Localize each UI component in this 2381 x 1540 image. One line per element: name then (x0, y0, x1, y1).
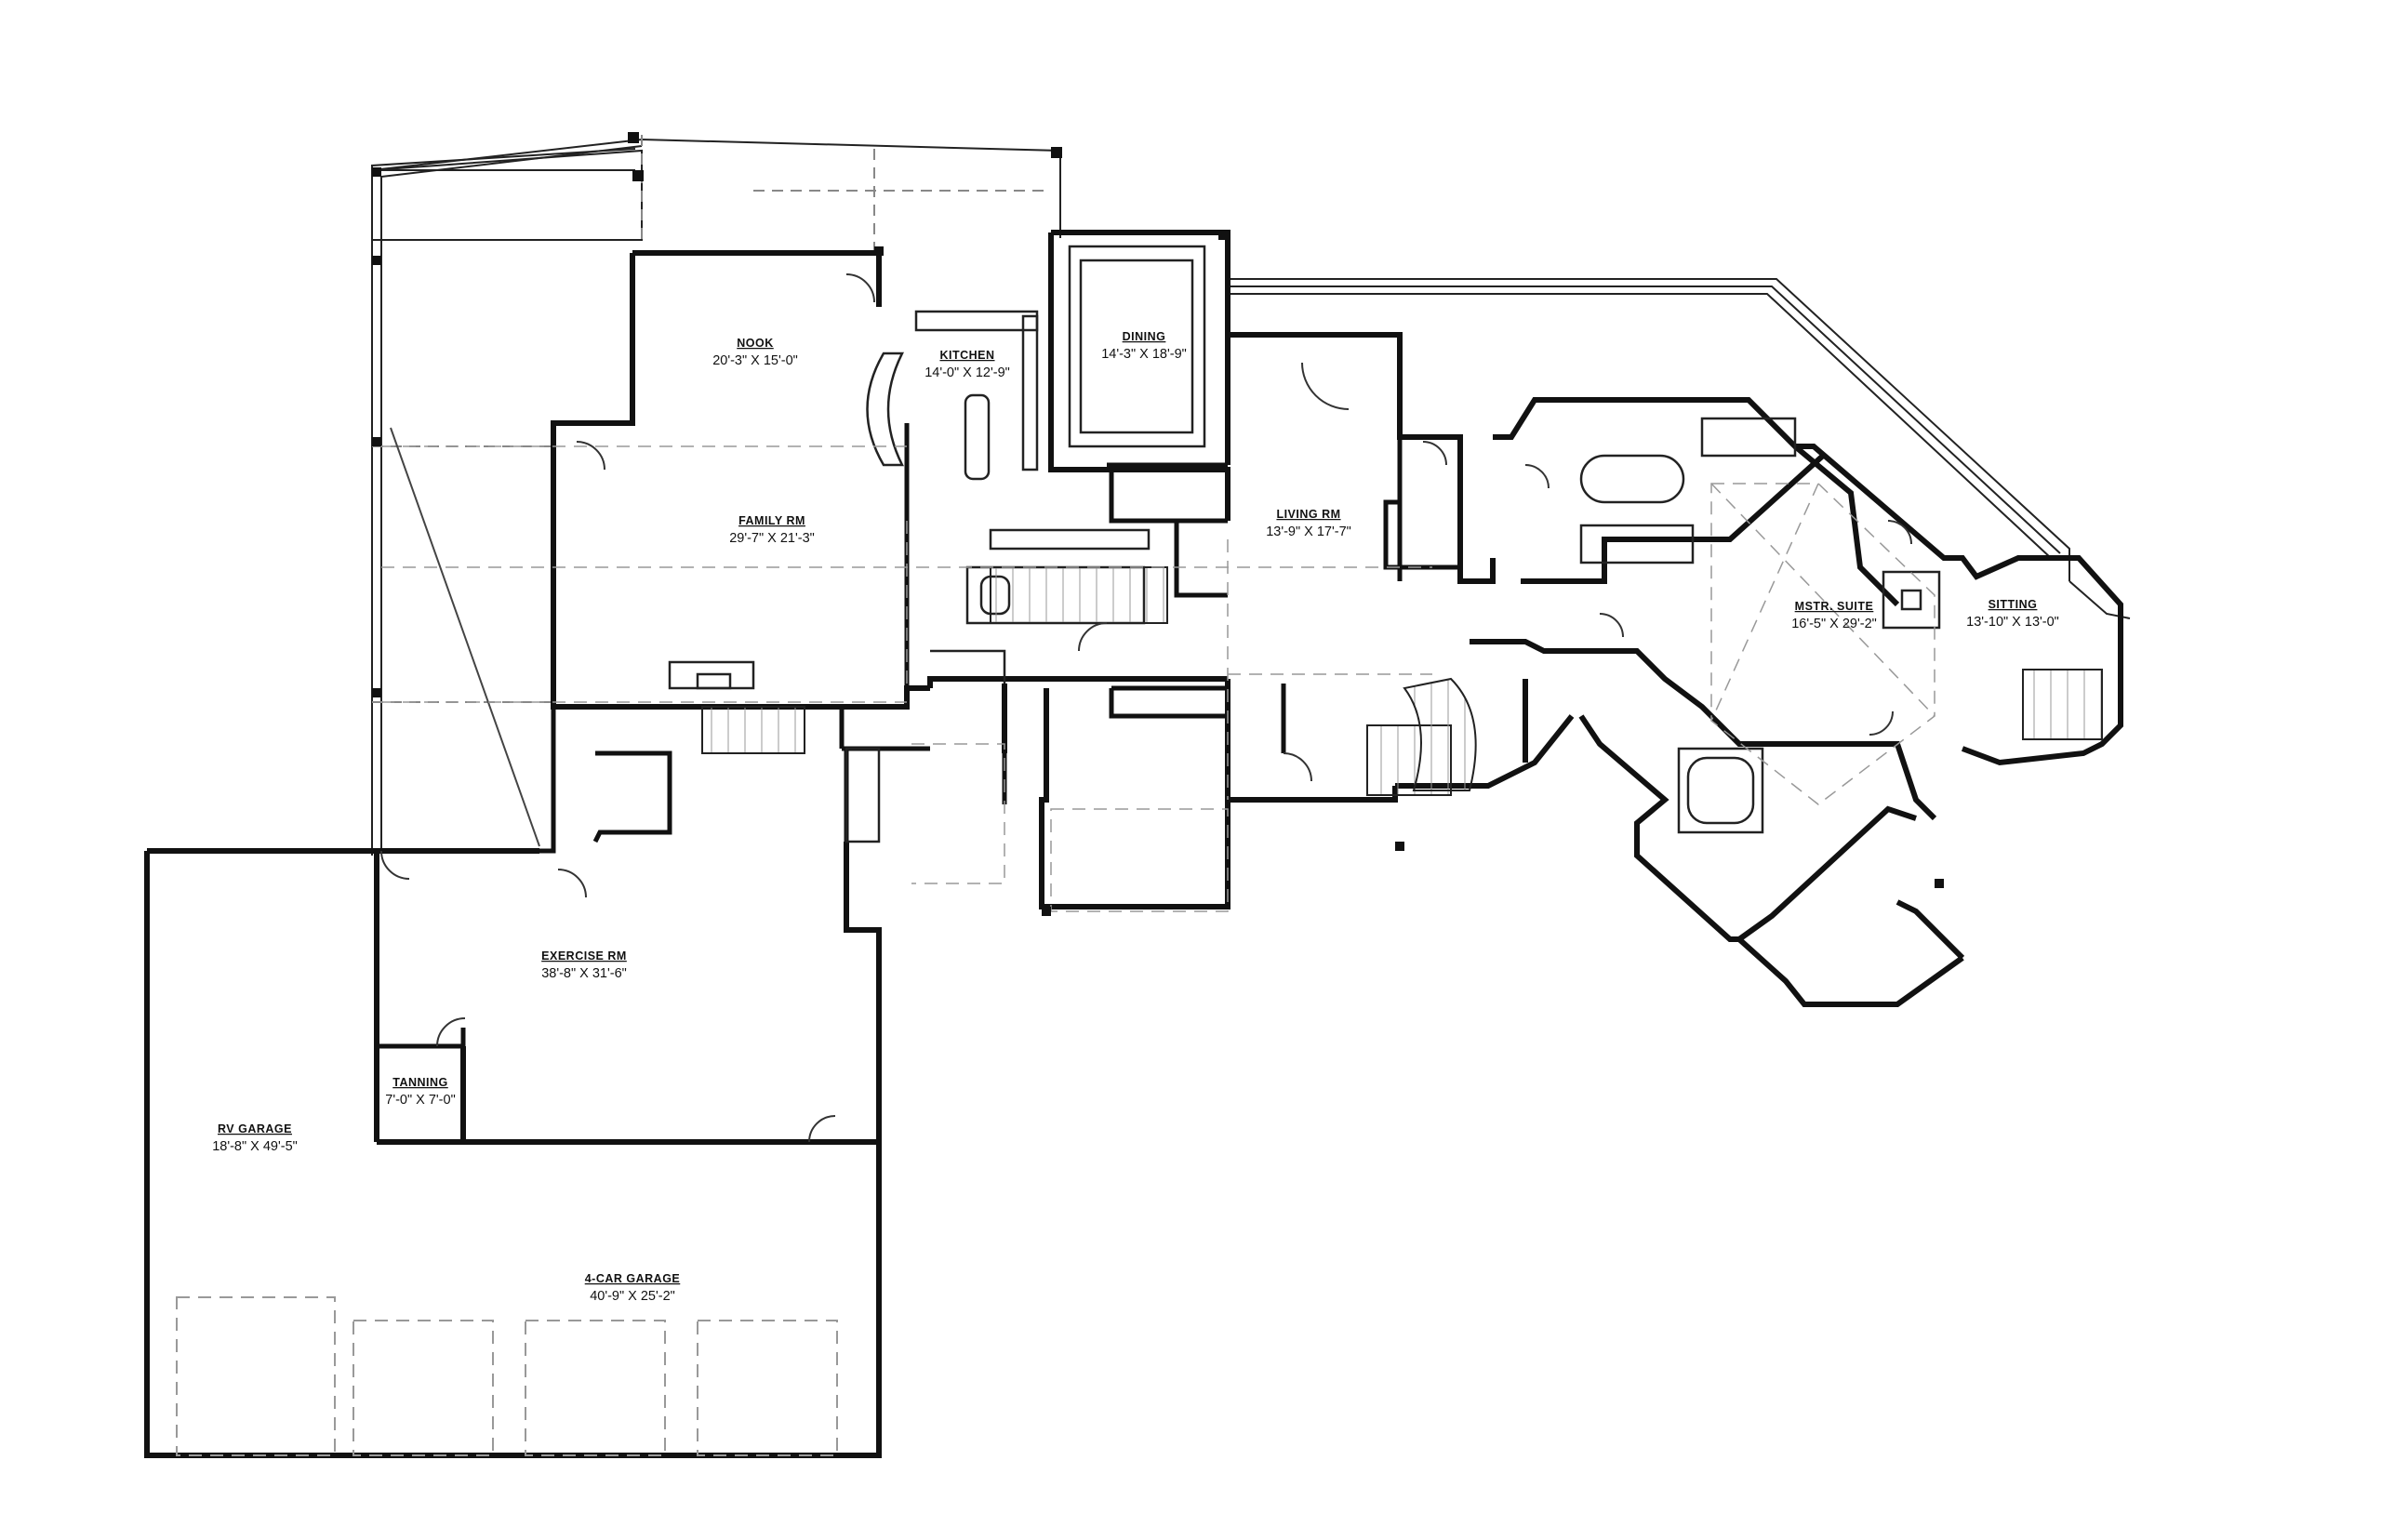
room-dims: 38'-8" X 31'-6" (541, 966, 627, 981)
interior-thin-walls (668, 245, 1941, 843)
columns (372, 132, 1944, 916)
room-dims: 20'-3" X 15'-0" (712, 353, 798, 368)
room-name: MSTR. SUITE (1795, 600, 1874, 613)
room-name: TANNING (392, 1076, 448, 1089)
room-dining: DINING 14'-3" X 18'-9" (1101, 330, 1187, 362)
room-name: KITCHEN (939, 349, 994, 362)
room-dims: 14'-0" X 12'-9" (924, 365, 1010, 380)
exterior-walls (144, 230, 2123, 1458)
room-rv-garage: RV GARAGE 18'-8" X 49'-5" (212, 1122, 298, 1154)
room-nook: NOOK 20'-3" X 15'-0" (712, 337, 798, 368)
room-dims: 40'-9" X 25'-2" (590, 1289, 675, 1304)
room-dims: 16'-5" X 29'-2" (1791, 617, 1877, 631)
room-name: LIVING RM (1276, 508, 1340, 521)
room-family: FAMILY RM 29'-7" X 21'-3" (729, 514, 815, 546)
room-dims: 29'-7" X 21'-3" (729, 531, 815, 546)
room-kitchen: KITCHEN 14'-0" X 12'-9" (924, 349, 1010, 380)
room-tanning: TANNING 7'-0" X 7'-0" (385, 1076, 455, 1108)
room-name: DINING (1123, 330, 1166, 343)
room-name: 4-CAR GARAGE (585, 1272, 681, 1285)
room-name: NOOK (737, 337, 774, 350)
garage-doors (176, 1296, 838, 1456)
covered-porch (371, 135, 1061, 856)
room-living: LIVING RM 13'-9" X 17'-7" (1266, 508, 1351, 539)
room-exercise: EXERCISE RM 38'-8" X 31'-6" (541, 949, 627, 981)
room-name: EXERCISE RM (541, 949, 627, 962)
room-4-car-garage: 4-CAR GARAGE 40'-9" X 25'-2" (585, 1272, 681, 1304)
room-name: FAMILY RM (738, 514, 805, 527)
room-labels: NOOK 20'-3" X 15'-0" KITCHEN 14'-0" X 12… (212, 330, 2059, 1304)
door-swings (380, 273, 1912, 1143)
ceiling-lines (381, 445, 1935, 912)
room-name: SITTING (1989, 598, 2038, 611)
room-dims: 14'-3" X 18'-9" (1101, 347, 1187, 362)
room-dims: 13'-10" X 13'-0" (1966, 615, 2059, 630)
room-dims: 18'-8" X 49'-5" (212, 1139, 298, 1154)
room-dims: 13'-9" X 17'-7" (1266, 524, 1351, 539)
room-dims: 7'-0" X 7'-0" (385, 1093, 455, 1108)
room-sitting: SITTING 13'-10" X 13'-0" (1966, 598, 2059, 630)
room-name: RV GARAGE (218, 1122, 292, 1135)
stairs (701, 566, 2103, 796)
room-master-suite: MSTR. SUITE 16'-5" X 29'-2" (1791, 600, 1877, 631)
